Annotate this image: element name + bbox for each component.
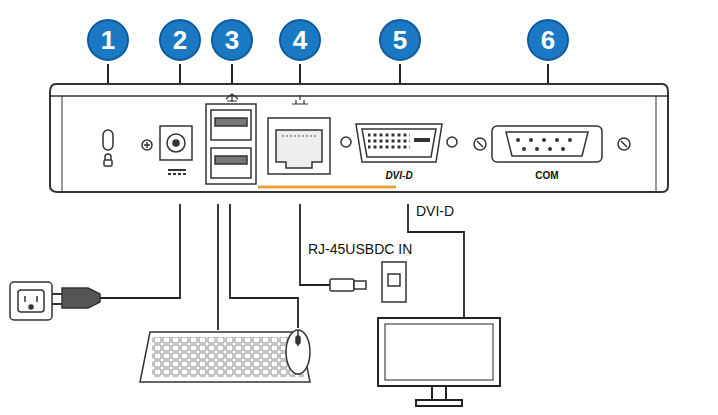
dc-jack [142, 126, 192, 174]
power-plug [10, 282, 100, 320]
port-label: DVI-D [383, 170, 414, 181]
callout-circle: 5 [379, 19, 421, 61]
callout-number: 4 [293, 27, 307, 53]
callout-number: 6 [541, 27, 555, 53]
callout-circle: 2 [159, 19, 201, 61]
callout-number: 5 [393, 27, 407, 53]
mouse [286, 330, 310, 374]
callout-circle: 4 [279, 19, 321, 61]
device-housing [50, 84, 668, 192]
network-plug-and-wall-jack [330, 262, 406, 302]
callout-circle: 6 [527, 19, 569, 61]
rj45-port [268, 95, 330, 174]
callout-number: 3 [225, 27, 239, 53]
monitor [378, 318, 500, 406]
cables [100, 204, 464, 330]
callout-circle: 1 [87, 19, 129, 61]
cable-label: DVI-D [414, 204, 456, 219]
callout-number: 2 [173, 27, 187, 53]
callout-circle: 3 [211, 19, 253, 61]
cable-label: RJ-45USBDC IN [306, 242, 414, 257]
callout-number: 1 [101, 27, 115, 53]
port-label: COM [533, 170, 560, 181]
dvi-port [341, 124, 457, 162]
lock-slot [103, 130, 113, 166]
usb-ports [206, 94, 256, 184]
com-port [474, 126, 630, 162]
keyboard [140, 332, 310, 382]
